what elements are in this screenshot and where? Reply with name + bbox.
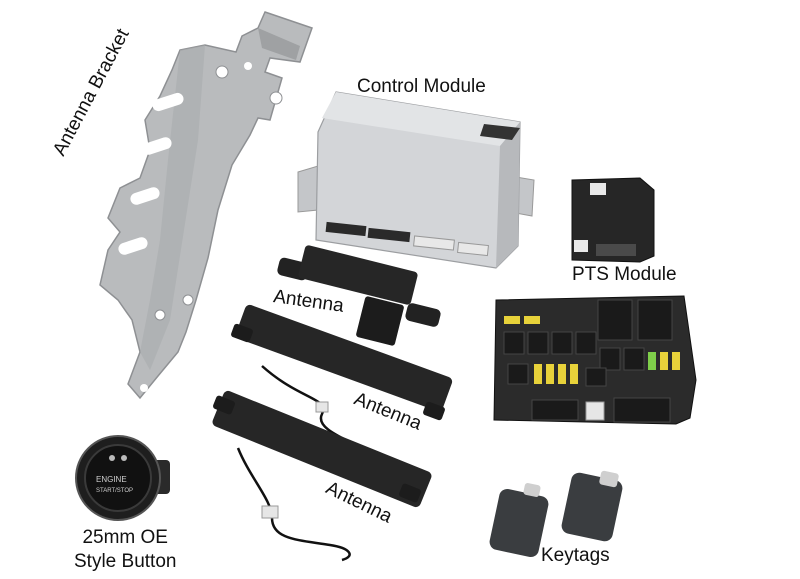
pts-module (571, 177, 655, 263)
antenna-3 (212, 390, 432, 562)
label-oe-button-line1: 25mm OE (82, 527, 168, 548)
button-face-line1: ENGINE (96, 475, 127, 484)
engine-start-button: ENGINE START/STOP (75, 435, 170, 521)
button-face-line2: START/STOP (96, 488, 133, 494)
keytag-right (561, 470, 623, 542)
antenna-bracket (99, 11, 313, 400)
label-pts-module: PTS Module (572, 264, 677, 285)
label-oe-button-line2: Style Button (74, 551, 177, 572)
label-keytags: Keytags (541, 545, 610, 566)
control-module (297, 91, 535, 269)
keytag-left (489, 483, 549, 558)
label-control-module: Control Module (357, 76, 486, 97)
fuse-relay-box (493, 295, 697, 425)
antenna-2 (231, 304, 453, 471)
antenna-1 (277, 245, 441, 346)
label-oe-button: 25mm OE Style Button (74, 526, 176, 574)
